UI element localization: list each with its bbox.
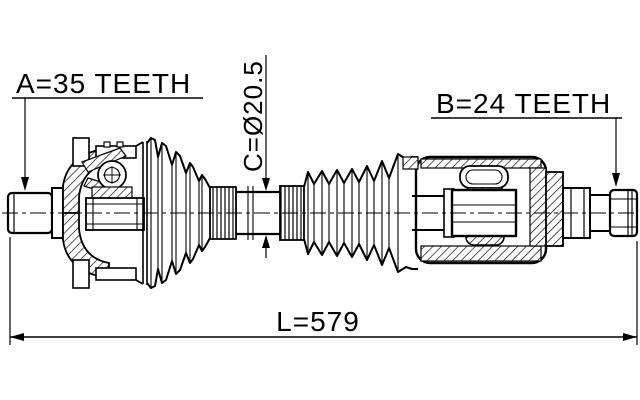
outer-cv-joint [62,137,148,289]
dimension-c-arrow-bottom [262,235,270,248]
dimension-b-label: B=24 TEETH [436,88,611,119]
joint-hub [85,197,145,231]
dimension-l-arrow-left [10,333,24,341]
housing-flange [545,171,564,247]
ball-bearing [97,160,127,190]
flange-tab-top [72,137,90,167]
dimension-l: L=579 [9,237,638,345]
dimension-c-label: C=Ø20.5 [238,60,268,172]
flange-tab-bottom [72,259,90,289]
dimension-c-arrow-top [262,178,270,191]
dimension-a-label: A=35 TEETH [16,68,191,99]
dimension-b-arrow [612,173,620,187]
dimension-l-arrow-right [623,333,637,341]
dimension-l-label: L=579 [276,306,360,337]
inner-cv-joint [402,155,564,265]
dimension-a: A=35 TEETH [12,68,203,191]
dimension-c: C=Ø20.5 [238,55,270,258]
dimension-a-arrow [21,177,29,191]
housing-cap-bottom [95,267,137,281]
dimension-b: B=24 TEETH [431,88,622,187]
